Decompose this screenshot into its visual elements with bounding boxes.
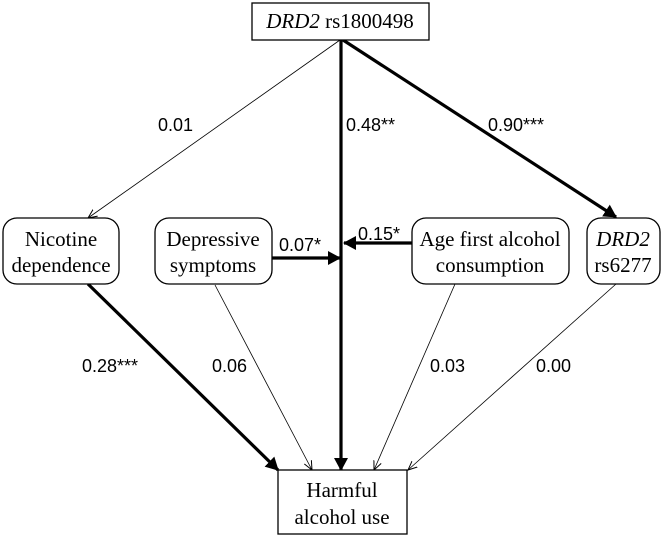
coef-drd2-to-harmful: 0.48** xyxy=(346,115,395,135)
node-rs6277-snp: rs6277 xyxy=(594,253,651,277)
node-rs6277-gene: DRD2 xyxy=(595,227,650,251)
node-drd2-rs1800498-snp: rs1800498 xyxy=(320,9,414,33)
node-nicotine-dependence: Nicotine dependence xyxy=(2,217,120,285)
coef-rs6277-to-harmful: 0.00 xyxy=(536,356,571,376)
node-depressive-line2: symptoms xyxy=(170,253,256,277)
node-age-first-alcohol: Age first alcohol consumption xyxy=(411,217,570,285)
node-drd2-rs1800498-gene: DRD2 xyxy=(265,9,320,33)
svg-text:DRD2 rs1800498: DRD2 rs1800498 xyxy=(265,9,414,33)
node-harmful-alcohol-use: Harmful alcohol use xyxy=(277,469,408,535)
edge-rs6277-to-harmful xyxy=(408,283,617,470)
coef-depressive-moderation: 0.07* xyxy=(279,235,321,255)
coef-depressive-to-harmful: 0.06 xyxy=(212,356,247,376)
coef-drd2-to-rs6277: 0.90*** xyxy=(488,115,544,135)
edge-nicotine-to-harmful xyxy=(86,282,280,472)
edge-depressive-to-harmful xyxy=(214,284,312,470)
node-depressive-symptoms: Depressive symptoms xyxy=(154,217,273,285)
node-drd2-rs1800498: DRD2 rs1800498 xyxy=(251,2,430,41)
edge-drd2-to-nicotine xyxy=(88,39,341,218)
edge-drd2-to-rs6277 xyxy=(342,38,617,219)
node-age-line1: Age first alcohol xyxy=(419,227,560,251)
coef-age-moderation: 0.15* xyxy=(358,224,400,244)
coef-drd2-to-nicotine: 0.01 xyxy=(158,115,193,135)
node-nicotine-line1: Nicotine xyxy=(25,227,97,251)
node-nicotine-line2: dependence xyxy=(11,253,110,277)
node-harmful-line1: Harmful xyxy=(306,478,377,502)
edge-age-to-harmful xyxy=(374,283,456,470)
node-drd2-rs6277: DRD2 rs6277 xyxy=(586,217,661,285)
coef-nicotine-to-harmful: 0.28*** xyxy=(82,356,138,376)
node-age-line2: consumption xyxy=(436,253,545,277)
coef-age-to-harmful: 0.03 xyxy=(430,356,465,376)
node-harmful-line2: alcohol use xyxy=(294,505,389,529)
node-depressive-line1: Depressive xyxy=(166,227,259,251)
